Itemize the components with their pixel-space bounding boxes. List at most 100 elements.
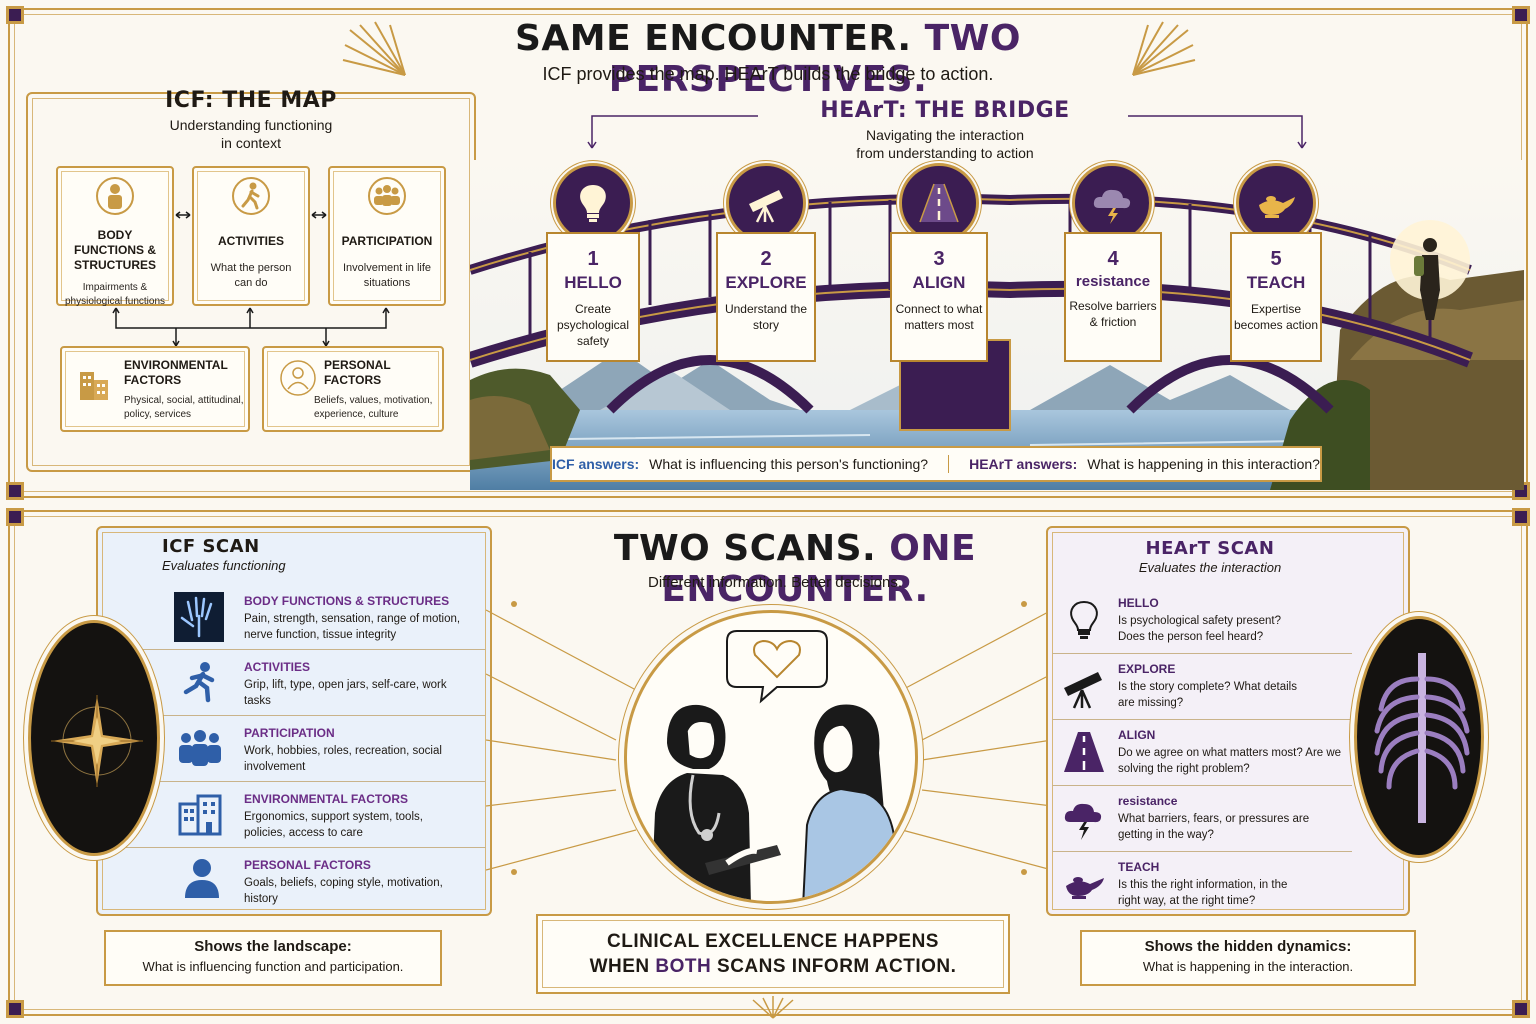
icf-scan-row: PERSONAL FACTORS Goals, beliefs, coping … bbox=[120, 848, 486, 914]
row-desc: Ergonomics, support system, tools, polic… bbox=[244, 811, 423, 840]
icf-answers-text: What is influencing this person's functi… bbox=[649, 456, 929, 472]
answers-bar: ICF answers: What is influencing this pe… bbox=[550, 446, 1322, 482]
icf-card-desc: Involvement in life situations bbox=[342, 262, 432, 290]
xray-chest-medallion bbox=[1354, 616, 1484, 858]
heart-answers-text: What is happening in this interaction? bbox=[1087, 456, 1320, 472]
icf-card-title: ACTIVITIES bbox=[217, 234, 284, 248]
row-title: ALIGN bbox=[1118, 728, 1156, 742]
icf-connector-lines bbox=[112, 211, 390, 347]
road-icon bbox=[1064, 732, 1104, 772]
heart-footer-box: Shows the hidden dynamics: What is happe… bbox=[1080, 930, 1416, 986]
row-title: ENVIRONMENTAL FACTORS bbox=[244, 792, 409, 806]
icf-card-title: PARTICIPATION bbox=[341, 234, 433, 248]
title-part1: SAME ENCOUNTER. bbox=[515, 18, 912, 59]
step-desc: Understand the story bbox=[724, 302, 808, 333]
medallion-hello bbox=[553, 163, 633, 243]
row-desc: Is psychological safety present? Does th… bbox=[1118, 615, 1282, 644]
running-icon bbox=[183, 662, 215, 703]
icf-card-environmental: ENVIRONMENTAL FACTORS Physical, social, … bbox=[60, 346, 250, 432]
row-desc: Pain, strength, sensation, range of moti… bbox=[244, 613, 461, 642]
step-number: 5 bbox=[1270, 248, 1282, 270]
corner-ornament bbox=[1512, 1000, 1530, 1018]
medallion-teach bbox=[1236, 163, 1316, 243]
lamp-icon bbox=[1259, 196, 1295, 218]
row-desc: What barriers, fears, or pressures are g… bbox=[1118, 813, 1310, 842]
fan-ornament-right bbox=[1132, 21, 1196, 76]
icf-card-desc: Physical, social, attitudinal, policy, s… bbox=[124, 395, 244, 420]
bridge-step-teach: 5 TEACH Expertise becomes action bbox=[1230, 232, 1322, 362]
heart-footer-title: Shows the hidden dynamics: bbox=[1144, 938, 1352, 955]
row-title: TEACH bbox=[1118, 860, 1160, 874]
corner-ornament bbox=[6, 508, 24, 526]
row-desc: Do we agree on what matters most? Are we… bbox=[1118, 747, 1342, 776]
person-outline-icon bbox=[280, 360, 316, 396]
icf-footer-text: What is influencing function and partici… bbox=[142, 959, 404, 974]
lightbulb-icon bbox=[1070, 600, 1098, 639]
callout-line1: CLINICAL EXCELLENCE HAPPENS bbox=[607, 931, 939, 952]
icf-card-activities: ACTIVITIES What the person can do bbox=[192, 166, 310, 306]
heart-scan-title: HEArT SCAN bbox=[1145, 538, 1275, 559]
heart-scan-row: TEACH Is this the right information, in … bbox=[1052, 852, 1352, 918]
building-icon bbox=[80, 372, 108, 400]
fan-ornament-left bbox=[342, 21, 406, 76]
row-title: PERSONAL FACTORS bbox=[244, 858, 371, 872]
row-desc: Is this the right information, in the ri… bbox=[1118, 879, 1288, 908]
middle-title-part1: TWO SCANS. bbox=[613, 528, 877, 569]
icf-answers-label: ICF answers: bbox=[552, 456, 640, 472]
icf-card-title: ENVIRONMENTAL FACTORS bbox=[124, 358, 228, 387]
clinician-patient-illustration bbox=[651, 630, 900, 901]
step-desc: Connect to what matters most bbox=[895, 302, 983, 333]
heart-scan-row: HELLO Is psychological safety present? D… bbox=[1052, 588, 1352, 654]
group-icon bbox=[368, 177, 406, 215]
step-number: 1 bbox=[587, 248, 599, 270]
callout-both: BOTH bbox=[655, 955, 712, 977]
icf-scan-title: ICF SCAN bbox=[162, 536, 260, 557]
row-title: HELLO bbox=[1118, 596, 1159, 610]
row-title: resistance bbox=[1118, 794, 1178, 808]
step-name: ALIGN bbox=[912, 273, 966, 292]
telescope-icon bbox=[749, 190, 783, 223]
icf-card-body: BODY FUNCTIONS & STRUCTURES Impairments … bbox=[56, 166, 174, 307]
answers-divider bbox=[948, 455, 950, 473]
heart-footer-text: What is happening in the interaction. bbox=[1142, 959, 1354, 974]
ribcage-icon bbox=[1374, 653, 1470, 823]
bridge-arrow-lines bbox=[587, 115, 1307, 149]
heart-scan-row: ALIGN Do we agree on what matters most? … bbox=[1052, 720, 1352, 786]
top-panel-frame bbox=[8, 8, 1528, 498]
step-name: EXPLORE bbox=[725, 273, 807, 292]
icf-scan-subtitle: Evaluates functioning bbox=[162, 558, 286, 573]
icf-card-desc: Impairments & physiological functions bbox=[64, 282, 166, 307]
step-desc: Expertise becomes action bbox=[1233, 302, 1319, 333]
callout-rest: SCANS INFORM ACTION. bbox=[717, 955, 957, 977]
heart-scan-row: EXPLORE Is the story complete? What deta… bbox=[1052, 654, 1352, 720]
road-icon bbox=[919, 183, 959, 223]
icf-scan-row: PARTICIPATION Work, hobbies, roles, recr… bbox=[120, 716, 486, 782]
callout-line2: WHEN BOTH SCANS INFORM ACTION. bbox=[538, 955, 1008, 980]
icf-footer-box: Shows the landscape: What is influencing… bbox=[104, 930, 442, 986]
corner-ornament bbox=[6, 482, 24, 500]
step-name: HELLO bbox=[564, 273, 622, 292]
corner-ornament bbox=[1512, 6, 1530, 24]
person-icon bbox=[96, 177, 134, 215]
callout-when: WHEN bbox=[589, 955, 650, 977]
row-desc: Grip, lift, type, open jars, self-care, … bbox=[244, 679, 447, 708]
step-name: resistance bbox=[1075, 273, 1151, 290]
bridge-step-hello: 1 HELLO Create psychological safety bbox=[546, 232, 640, 362]
icf-card-title: PERSONAL FACTORS bbox=[324, 358, 391, 387]
icf-scan-row: BODY FUNCTIONS & STRUCTURES Pain, streng… bbox=[120, 584, 486, 650]
step-name: TEACH bbox=[1246, 273, 1306, 292]
bridge-step-explore: 2 EXPLORE Understand the story bbox=[716, 232, 816, 362]
telescope-icon bbox=[1064, 672, 1102, 709]
walking-icon bbox=[232, 177, 270, 215]
row-title: EXPLORE bbox=[1118, 662, 1176, 676]
step-number: 3 bbox=[933, 248, 945, 270]
step-number: 4 bbox=[1107, 248, 1119, 270]
medallion-align bbox=[899, 163, 979, 243]
step-number: 2 bbox=[760, 248, 772, 270]
lightbulb-icon bbox=[580, 185, 606, 222]
xray-hand-icon bbox=[174, 592, 224, 642]
step-desc: Resolve barriers & friction bbox=[1069, 299, 1157, 330]
bridge-step-align: 3 ALIGN Connect to what matters most bbox=[890, 232, 988, 362]
heart-scan-subtitle: Evaluates the interaction bbox=[1138, 560, 1282, 575]
icf-map-title: ICF: THE MAP bbox=[165, 88, 337, 113]
